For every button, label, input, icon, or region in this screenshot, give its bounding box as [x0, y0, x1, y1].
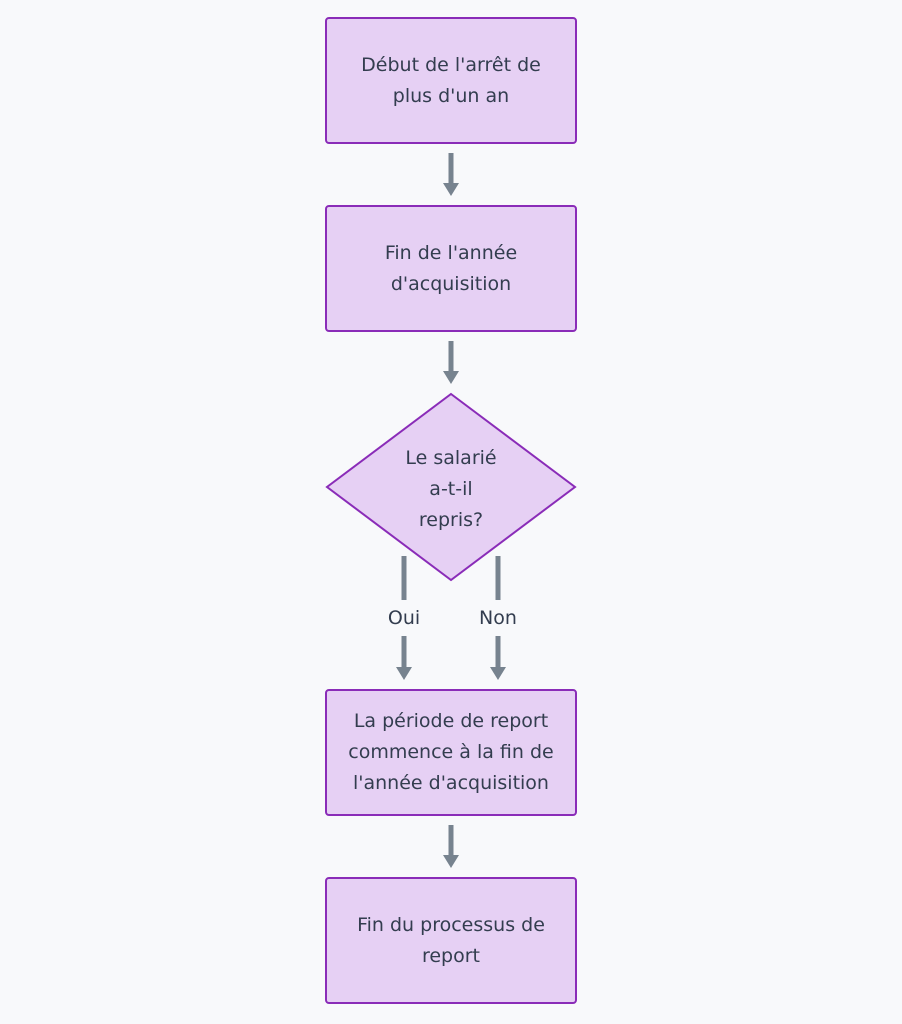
node-report-period-start: La période de report commence à la fin d…	[325, 689, 577, 816]
arrow-yes-branch	[396, 556, 412, 680]
edge-label-yes: Oui	[380, 606, 428, 630]
decision-diamond	[325, 392, 577, 582]
node-end-of-acquisition-year-label: Fin de l'année d'acquisition	[384, 241, 518, 295]
node-end-of-report-process-label: Fin du processus de report	[357, 913, 545, 967]
node-end-of-acquisition-year: Fin de l'année d'acquisition	[325, 205, 577, 332]
node-start-of-absence-label: Début de l'arrêt de plus d'un an	[361, 53, 541, 107]
arrow-end-year-to-decision	[443, 341, 459, 384]
arrow-report-to-end	[443, 825, 459, 868]
decision-label: Le salarié a-t-il repris?	[405, 446, 497, 531]
edge-label-no: Non	[472, 606, 524, 630]
node-start-of-absence: Début de l'arrêt de plus d'un an	[325, 17, 577, 144]
node-report-period-start-label: La période de report commence à la fin d…	[348, 710, 554, 794]
arrow-no-branch	[490, 556, 506, 680]
node-end-of-report-process: Fin du processus de report	[325, 877, 577, 1004]
arrow-start-to-end-year	[443, 153, 459, 196]
